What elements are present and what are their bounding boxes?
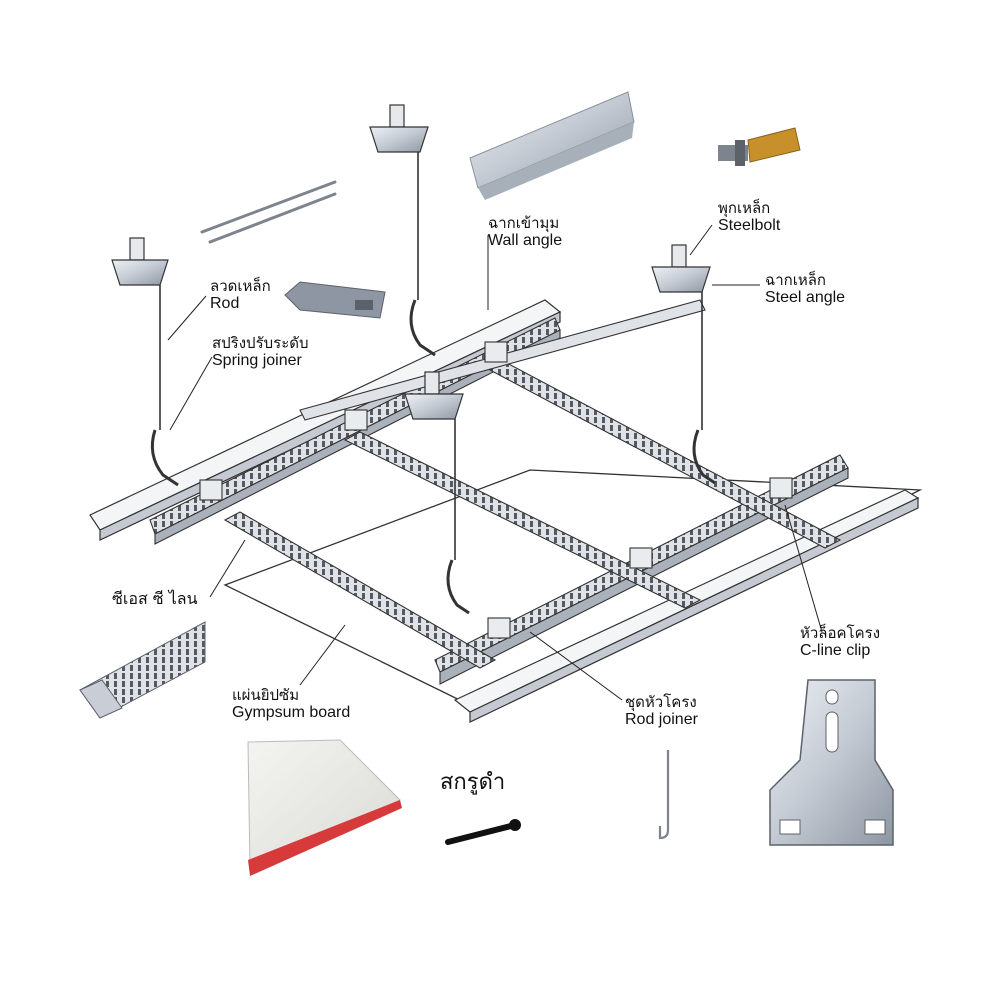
label-spring-joiner: สปริงปรับระดับ Spring joiner	[212, 334, 309, 371]
c-line-channel-cross-2	[343, 431, 702, 609]
label-rod: ลวดเหล็ก Rod	[210, 277, 271, 314]
c-line-clip-image	[769, 679, 894, 846]
c-line-clip-markers	[199, 341, 793, 639]
loose-rods-image	[200, 180, 337, 244]
gypsum-board-image	[247, 739, 402, 876]
label-gypsum-board-en: Gympsum board	[232, 704, 351, 722]
label-rod-joiner-th: ชุดหัวโครง	[625, 693, 697, 711]
label-rod-joiner-en: Rod joiner	[625, 711, 698, 729]
label-rod-th: ลวดเหล็ก	[210, 277, 271, 295]
label-screw-th: สกรูดำ	[440, 770, 506, 795]
rod-joiner-image	[658, 750, 670, 840]
label-rod-joiner: ชุดหัวโครง Rod joiner	[625, 693, 698, 730]
label-spring-joiner-th: สปริงปรับระดับ	[212, 334, 309, 352]
label-c-line-clip: หัวล็อคโครง C-line clip	[800, 624, 881, 661]
hanger-left	[111, 237, 179, 487]
label-c-line: ซีเอส ซี ไลน	[112, 589, 198, 608]
c-line-channel-cross-1	[223, 511, 497, 669]
label-wall-angle-th: ฉากเข้ามุม	[488, 214, 560, 232]
black-screw-image	[445, 819, 521, 845]
c-line-product-image	[79, 621, 206, 719]
label-steel-angle: ฉากเหล็ก Steel angle	[765, 271, 846, 308]
leader-lines	[167, 224, 823, 701]
spring-joiner-image	[284, 281, 386, 319]
hanger-center	[404, 371, 470, 615]
label-c-line-th: ซีเอส ซี ไลน	[112, 589, 198, 608]
label-steel-angle-en: Steel angle	[765, 289, 846, 307]
label-steelbolt-en: Steelbolt	[718, 217, 781, 235]
hanger-back	[369, 104, 436, 357]
hanger-right	[651, 244, 716, 485]
steel-bolt-image	[718, 127, 801, 166]
label-wall-angle-en: Wall angle	[488, 232, 563, 250]
label-gypsum-board: แผ่นยิปซัม Gympsum board	[232, 686, 351, 723]
label-steelbolt-th: พุกเหล็ก	[718, 199, 771, 217]
label-screw: สกรูดำ	[440, 770, 505, 795]
label-rod-en: Rod	[210, 295, 240, 313]
label-steel-angle-th: ฉากเหล็ก	[765, 271, 827, 289]
wall-angle-image	[469, 91, 635, 200]
label-spring-joiner-en: Spring joiner	[212, 352, 302, 370]
label-c-line-clip-th: หัวล็อคโครง	[800, 624, 881, 642]
label-c-line-clip-en: C-line clip	[800, 642, 871, 660]
label-steelbolt: พุกเหล็ก Steelbolt	[718, 199, 781, 236]
label-gypsum-board-th: แผ่นยิปซัม	[232, 686, 300, 704]
label-wall-angle: ฉากเข้ามุม Wall angle	[488, 214, 563, 251]
